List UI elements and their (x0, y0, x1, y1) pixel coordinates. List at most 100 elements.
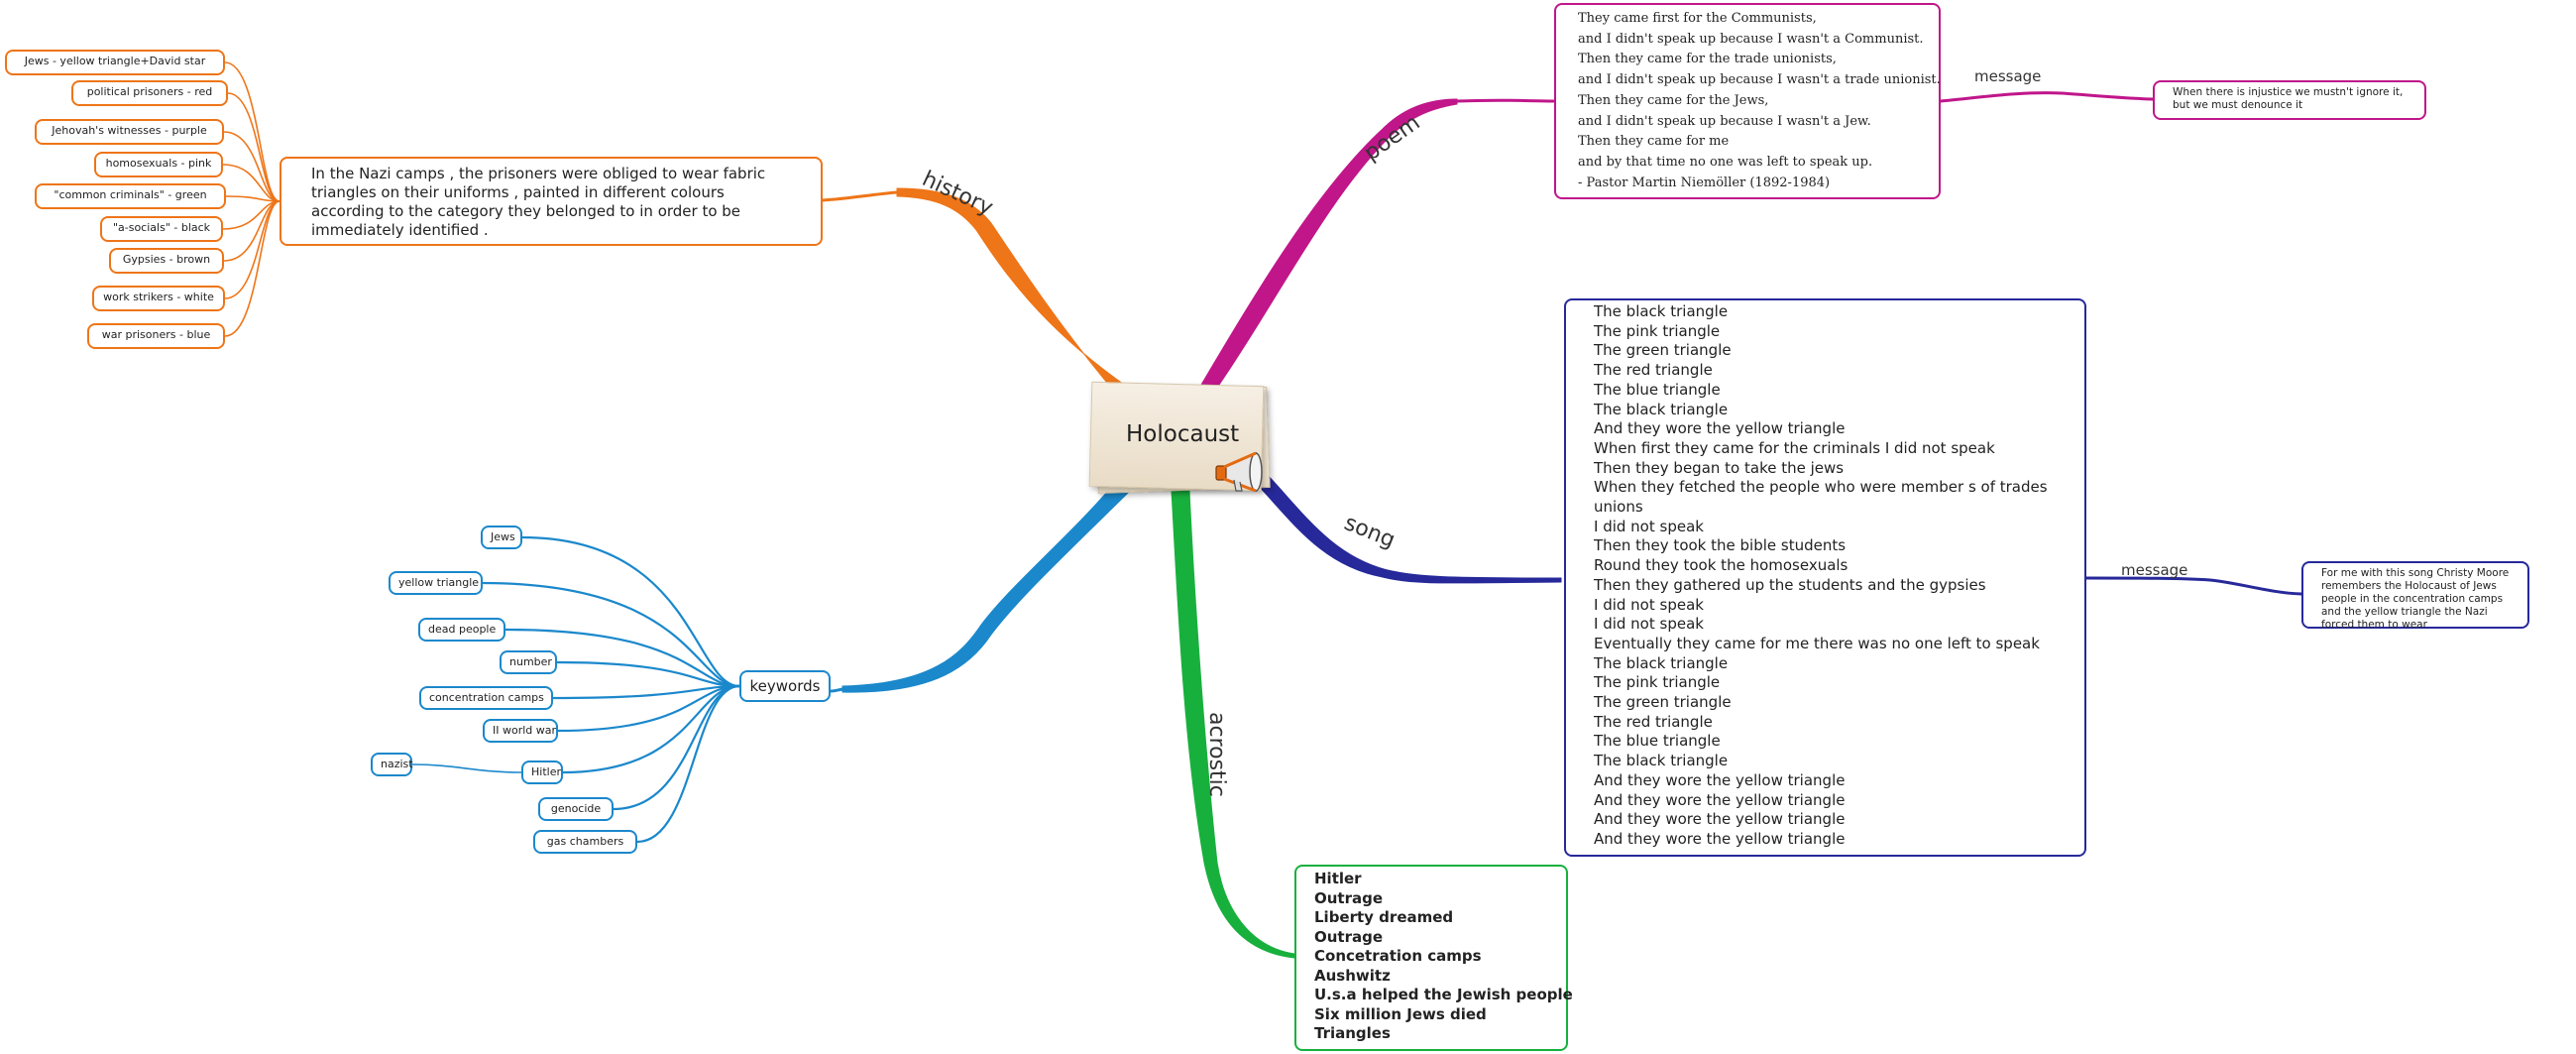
keyword-leaf-connector (635, 684, 741, 844)
acrostic-line: Aushwitz (1314, 966, 1391, 985)
history-item[interactable]: political prisoners - red (71, 80, 228, 106)
keyword-item[interactable]: genocide (538, 797, 614, 821)
keyword-item[interactable]: Hitler (521, 761, 563, 784)
song-line: And they wore the yellow triangle (1594, 829, 1846, 848)
keyword-leaf-connector (612, 684, 741, 811)
song-line: And they wore the yellow triangle (1594, 419, 1846, 438)
song-line: The blue triangle (1594, 380, 1721, 399)
keyword-leaf-connector (504, 628, 741, 688)
keyword-leaf-connector (481, 581, 741, 688)
song-line: The black triangle (1594, 653, 1729, 672)
acrostic-line: Liberty dreamed (1314, 908, 1454, 926)
megaphone-icon (1215, 451, 1263, 493)
keyword-item[interactable]: Jews (481, 526, 522, 549)
history-item[interactable]: "common criminals" - green (35, 183, 226, 209)
acrostic-line: Outrage (1314, 888, 1384, 907)
keyword-item[interactable]: gas chambers (533, 830, 637, 854)
song-line: The red triangle (1594, 361, 1713, 380)
history-leaf-connector (223, 131, 280, 202)
song-line: And they wore the yellow triangle (1594, 790, 1846, 809)
keyword-item[interactable]: yellow triangle (389, 571, 483, 595)
acrostic-line: Six million Jews died (1314, 1004, 1487, 1023)
history-item[interactable]: work strikers - white (92, 286, 225, 311)
song-line: Then they gathered up the students and t… (1594, 575, 1986, 594)
acrostic-line: Concetration camps (1314, 947, 1482, 965)
keyword-leaf-connector (561, 684, 741, 774)
keyword-leaf-connector (556, 684, 741, 733)
song-line: The pink triangle (1594, 321, 1721, 340)
song-line: The green triangle (1594, 693, 1732, 712)
song-line: I did not speak (1594, 517, 1704, 535)
central-topic[interactable]: Holocaust (1088, 381, 1271, 495)
poem-message-label: message (1974, 67, 2042, 85)
acrostic-branch (1171, 490, 1295, 959)
poem-line: Then they came for the Jews, (1578, 92, 1769, 108)
keywords-connector (829, 687, 844, 693)
song-text[interactable]: The black triangle The pink triangle The… (1564, 298, 2086, 857)
keyword-item[interactable]: concentration camps (419, 686, 553, 710)
poem-text[interactable]: They came first for the Communists, and … (1554, 3, 1941, 199)
song-line: When they fetched the people who were me… (1594, 478, 2048, 497)
history-leaf-connector (227, 92, 280, 202)
song-line: The black triangle (1594, 400, 1729, 418)
acrostic-line: Triangles (1314, 1024, 1391, 1042)
song-line: Then they began to take the jews (1594, 458, 1845, 477)
song-line: Eventually they came for me there was no… (1594, 634, 2040, 652)
acrostic-line: Hitler (1314, 870, 1362, 887)
song-message[interactable]: For me with this song Christy Moore reme… (2301, 561, 2529, 631)
song-line: The pink triangle (1594, 673, 1721, 692)
history-item[interactable]: Jews - yellow triangle+David star (5, 50, 225, 75)
history-item[interactable]: Jehovah's witnesses - purple (35, 119, 224, 145)
history-leaf-connector (224, 200, 280, 299)
song-branch (1250, 467, 1562, 584)
song-line: Round they took the homosexuals (1594, 556, 1848, 575)
acrostic-line: U.s.a helped the Jewish people (1314, 986, 1573, 1003)
song-message-label: message (2121, 561, 2188, 579)
song-line: And they wore the yellow triangle (1594, 810, 1846, 829)
keyword-leaf-connector (520, 535, 741, 688)
keyword-leaf-connector (555, 660, 741, 688)
song-line: The black triangle (1594, 752, 1729, 770)
history-item[interactable]: homosexuals - pink (94, 152, 223, 177)
history-note[interactable]: In the Nazi camps , the prisoners were o… (280, 157, 823, 246)
history-leaf-connector (222, 164, 280, 202)
song-line: The green triangle (1594, 341, 1732, 360)
poem-line: and I didn't speak up because I wasn't a… (1578, 31, 1924, 47)
history-branch (896, 187, 1132, 390)
history-item[interactable]: "a-socials" - black (100, 216, 223, 242)
song-line: unions (1594, 498, 1643, 517)
poem-message[interactable]: When there is injustice we mustn't ignor… (2153, 80, 2426, 120)
song-line: And they wore the yellow triangle (1594, 770, 1846, 789)
poem-line: - Pastor Martin Niemöller (1892-1984) (1578, 175, 1831, 190)
song-line: Then they took the bible students (1594, 536, 1847, 555)
keyword-leaf-connector (551, 684, 741, 700)
history-item[interactable]: Gypsies - brown (109, 248, 224, 274)
central-topic-title: Holocaust (1126, 421, 1240, 447)
keywords-hub[interactable]: keywords (739, 670, 831, 702)
acrostic-line: Outrage (1314, 927, 1384, 946)
song-line: I did not speak (1594, 615, 1704, 634)
keywords-branch (841, 482, 1140, 693)
keyword-subitem[interactable]: nazist (371, 753, 413, 776)
history-connector (821, 190, 899, 202)
poem-connector (1455, 98, 1556, 103)
poem-line: and by that time no one was left to spea… (1578, 154, 1873, 170)
keyword-subleaf-connector (411, 763, 522, 773)
poem-line: Then they came for the trade unionists, (1578, 52, 1837, 67)
history-leaf-connector (224, 61, 280, 202)
keyword-item[interactable]: II world war (483, 719, 558, 743)
poem-line: and I didn't speak up because I wasn't a… (1578, 72, 1941, 88)
acrostic-text[interactable]: Hitler Outrage Liberty dreamed Outrage C… (1294, 865, 1573, 1051)
keyword-item[interactable]: dead people (418, 618, 505, 642)
keyword-item[interactable]: number (500, 650, 557, 674)
poem-message-connector (1939, 91, 2155, 103)
song-line: The blue triangle (1594, 732, 1721, 751)
song-line: I did not speak (1594, 595, 1704, 614)
poem-branch (1200, 98, 1458, 386)
song-line: The black triangle (1594, 302, 1729, 320)
song-message-connector (2084, 576, 2303, 596)
history-item[interactable]: war prisoners - blue (87, 323, 225, 349)
history-leaf-connector (224, 200, 280, 337)
song-line: When first they came for the criminals I… (1594, 438, 1995, 457)
